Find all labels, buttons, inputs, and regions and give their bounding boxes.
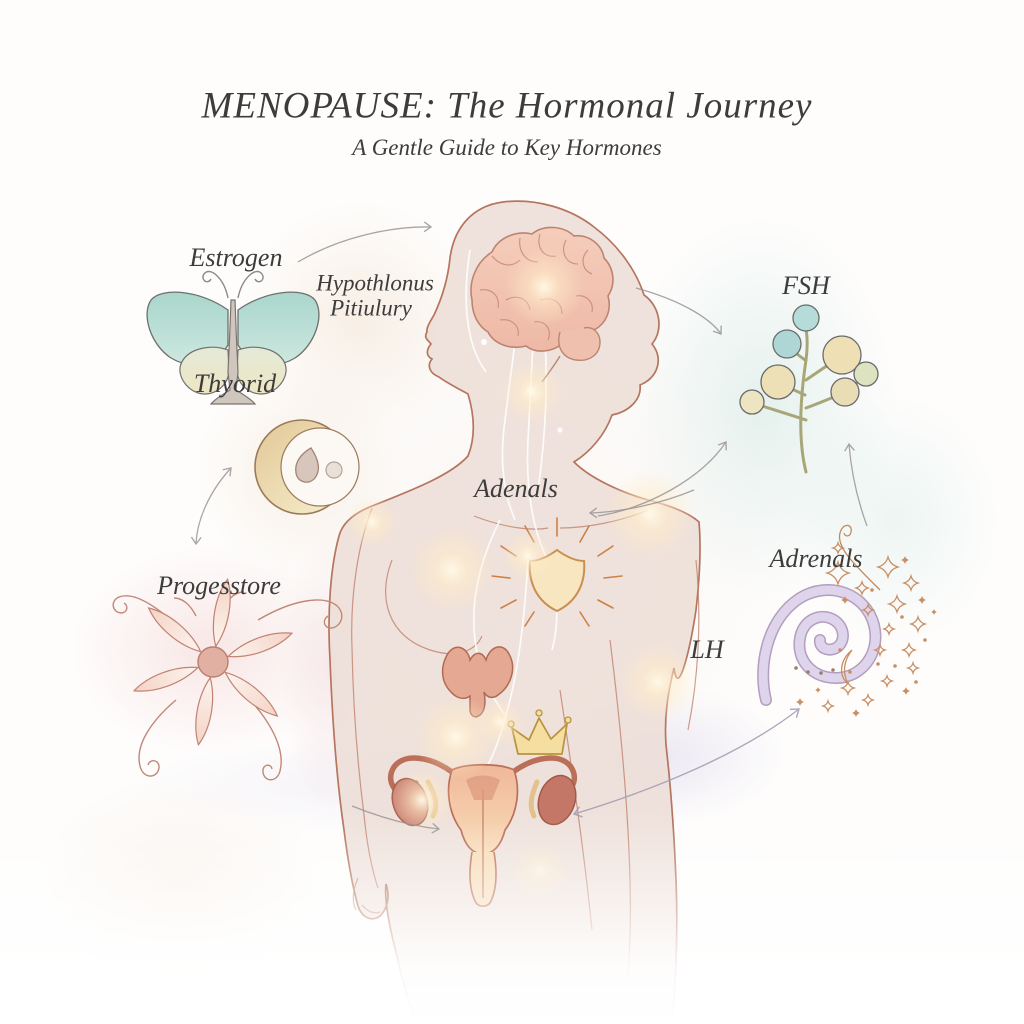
label-fsh: FSH [782,271,830,300]
label-progesterone: Progesstore [157,571,281,600]
label-lh: LH [690,635,724,664]
bottom-fade [0,820,1024,1024]
flow-arrows [190,221,881,834]
flower-icon [112,577,343,781]
label-estrogen: Estrogen [189,243,283,272]
page-title: MENOPAUSE: The Hormonal Journey [201,85,813,127]
sparkles-icon [796,540,937,717]
butterfly-icon [146,270,320,405]
label-hypothalamus: Hypothlonus [316,270,434,296]
spiral-icon [757,584,882,706]
label-pituitary: Pitiulury [330,295,412,321]
crescent-moon-icon [254,419,360,515]
flower-petals [132,577,294,747]
label-adrenals-right: Adrenals [769,544,863,573]
label-thyroid: Thyorid [193,369,277,398]
label-adrenals-center: Adenals [474,474,558,503]
berry-branch-icon [739,304,879,474]
page-subtitle: A Gentle Guide to Key Hormones [352,135,662,160]
